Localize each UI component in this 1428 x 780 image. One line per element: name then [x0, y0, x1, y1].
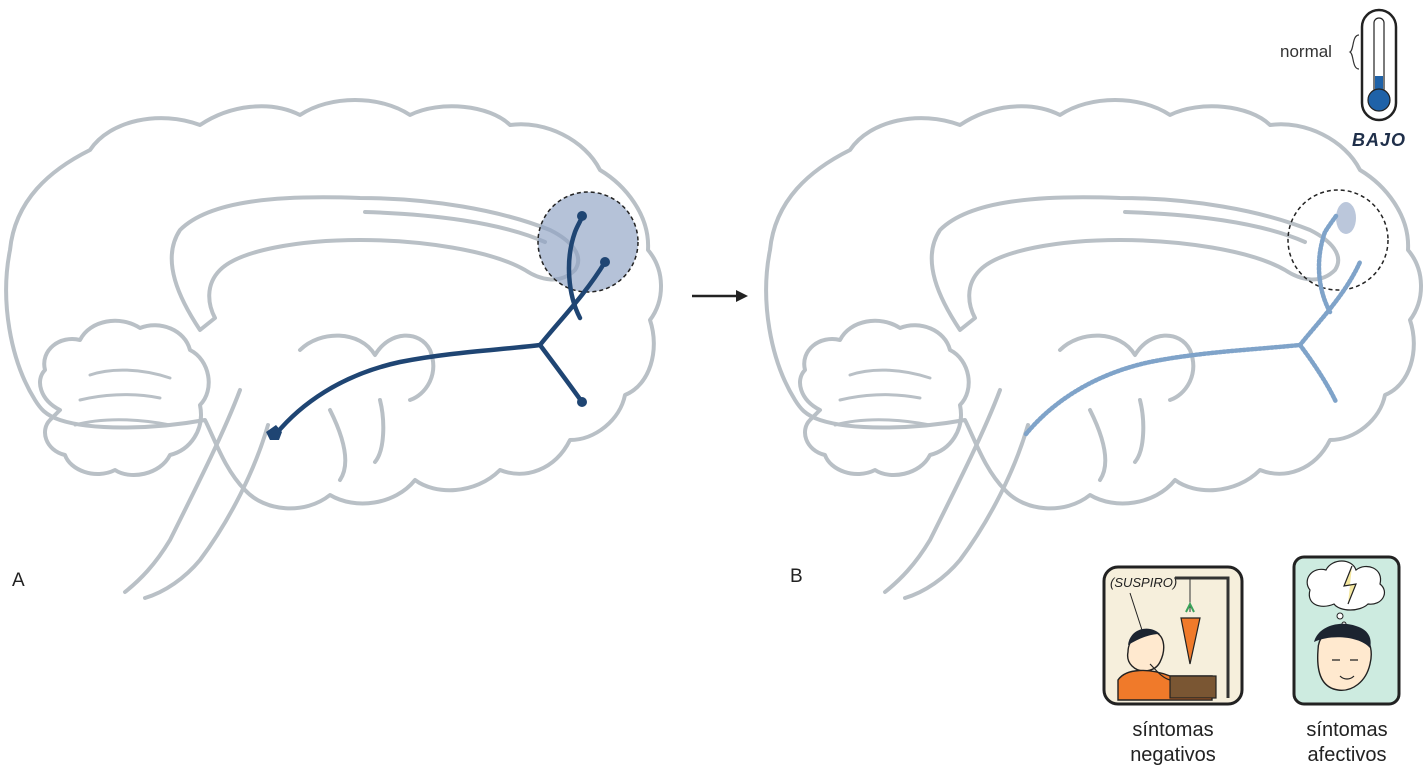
brain-panel-a	[6, 100, 661, 598]
panel-a-label: A	[12, 570, 25, 592]
negative-caption-line2: negativos	[1098, 743, 1248, 768]
affective-caption-line2: afectivos	[1272, 743, 1422, 768]
affective-caption-line1: síntomas	[1272, 718, 1422, 743]
affective-symptoms-cartoon	[1294, 557, 1399, 704]
affective-symptoms-caption: síntomas afectivos	[1272, 718, 1422, 768]
negative-symptoms-caption: síntomas negativos	[1098, 718, 1248, 768]
brain-panel-b	[766, 100, 1421, 598]
thermometer-level-label: BAJO	[1352, 130, 1406, 151]
dopamine-pathway-b	[1026, 216, 1360, 434]
suspiro-text: (SUSPIRO)	[1110, 575, 1177, 590]
thermometer-icon	[1350, 10, 1396, 120]
transition-arrow	[692, 290, 748, 302]
thermometer-normal-label: normal	[1280, 42, 1332, 62]
prefrontal-region-a	[538, 192, 638, 292]
negative-caption-line1: síntomas	[1098, 718, 1248, 743]
negative-symptoms-cartoon: (SUSPIRO)	[1104, 567, 1242, 704]
panel-b-label: B	[790, 566, 803, 588]
